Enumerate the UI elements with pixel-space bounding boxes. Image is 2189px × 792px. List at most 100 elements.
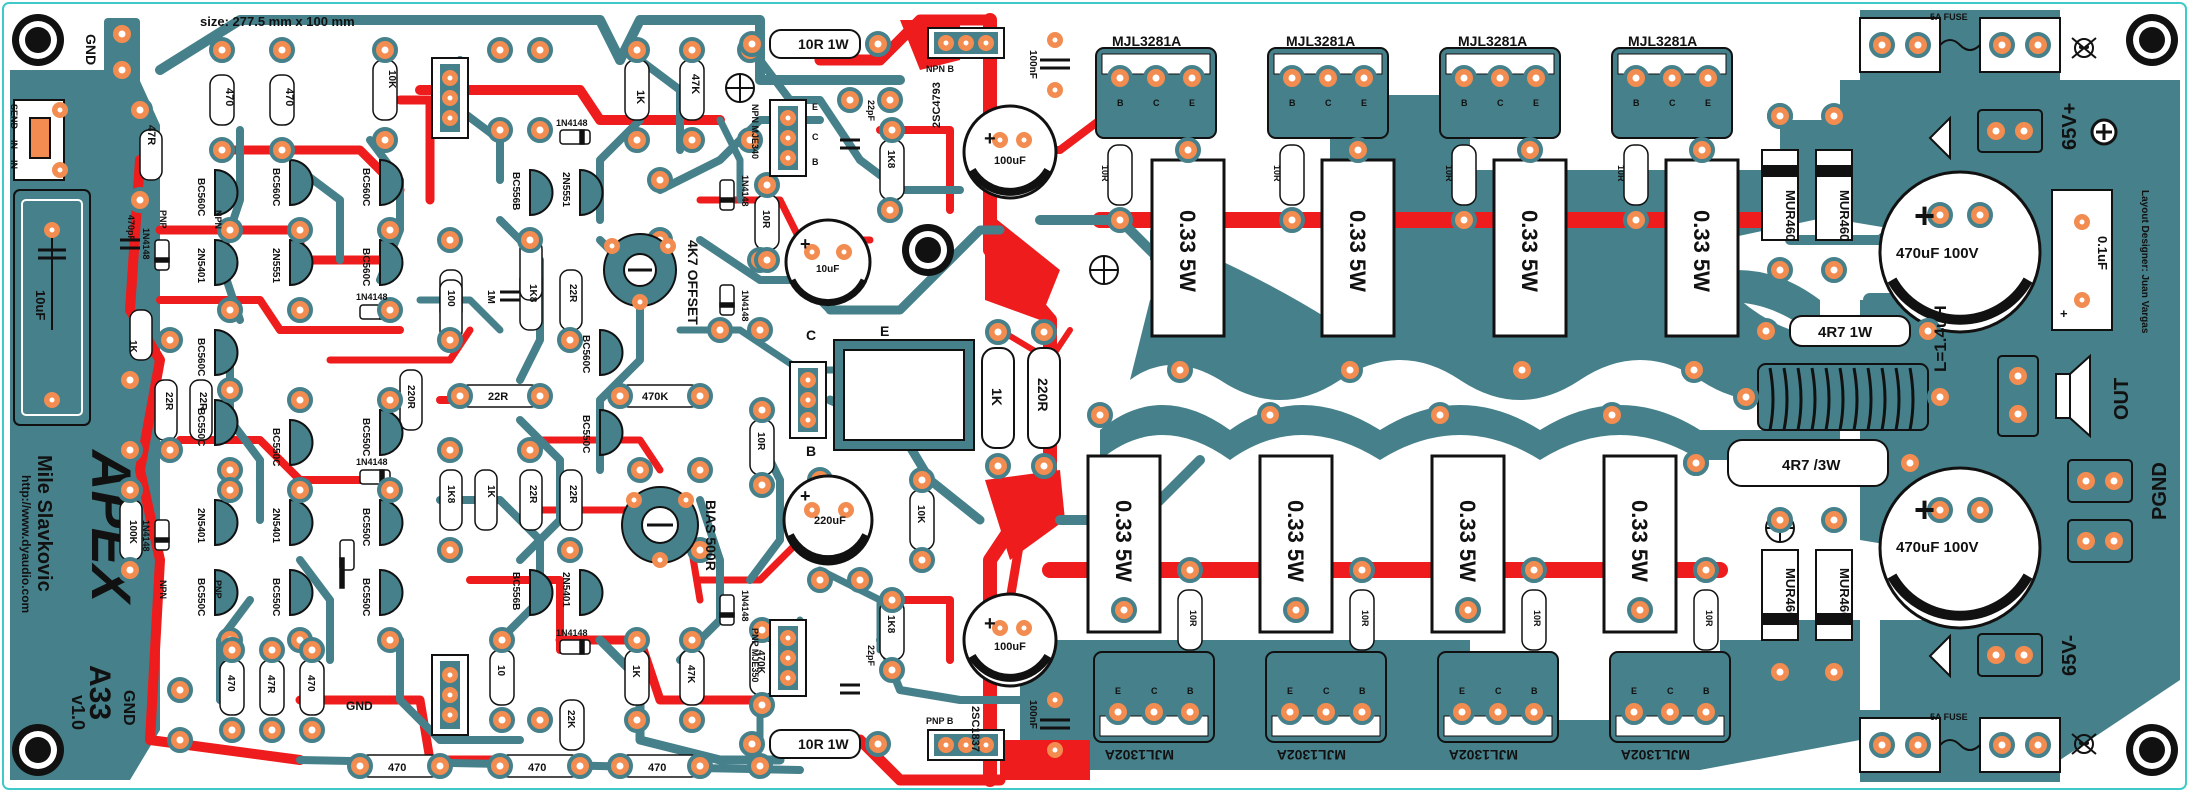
emitter-resistor-top-4-label: 0.33 5W [1689, 210, 1714, 292]
driver-transistor-bottom [927, 729, 1005, 761]
pin-label: C [1153, 98, 1160, 108]
driver-top-label: 2SC4793 [931, 82, 943, 128]
bias-trimmer[interactable] [621, 486, 699, 568]
small-signal-section [117, 37, 935, 779]
rail-cap-bottom-label: 470uF 100V [1896, 539, 1979, 556]
neg-rail-label: 65V- [2059, 635, 2081, 676]
emitter-resistor-bottom-2 [1258, 454, 1334, 634]
bc-label-9: BC550C [195, 578, 206, 616]
offset-trimmer[interactable] [603, 233, 677, 310]
r22r-label-6: 22R [488, 391, 508, 403]
input-connector[interactable] [13, 99, 68, 181]
r1k-label-2: 1K [127, 340, 138, 354]
svg-text:+: + [984, 613, 996, 635]
cap-100nf-bottom-label: 100nF [1027, 700, 1038, 729]
bc-label-3: BC560C [360, 168, 371, 206]
base-resistor-top-3-label: 10R [1444, 165, 1454, 182]
base-resistor-top-2 [1279, 144, 1305, 233]
out-connector[interactable] [1997, 355, 2039, 437]
pgnd-connector[interactable] [2067, 459, 2133, 563]
output-transistor-bottom-2-label: MJL1302A [1277, 747, 1346, 763]
r470-label-2: 470 [283, 88, 295, 106]
size-label: size: 277.5 mm x 100 mm [200, 14, 355, 29]
cap-10uf-label: 10uF [816, 264, 839, 275]
emitter-resistor-bottom-1-label: 0.33 5W [1111, 500, 1136, 582]
r22r-label-2: 22R [197, 392, 208, 411]
n5401-label-2: 2N5401 [195, 508, 206, 543]
mounting-hole-tr [2126, 14, 2178, 66]
top-layer-node-lower [985, 470, 1065, 560]
warning-icons [1928, 115, 1951, 679]
n5401-label-1: 2N5401 [195, 248, 206, 283]
neg-rail-connector[interactable] [1977, 633, 2043, 677]
emitter-resistor-bottom-4-label: 0.33 5W [1627, 500, 1652, 582]
vas-transistor-bottom [431, 654, 469, 736]
base-resistor-top-1 [1107, 144, 1133, 233]
diode-label-8: 1N4148 [740, 290, 750, 322]
r10r1w-label-top: 10R 1W [798, 36, 849, 52]
pin-label: E [1631, 686, 1637, 696]
r1k-label-1: 1K [634, 90, 646, 104]
vbe-pin-c-label: C [806, 327, 816, 343]
output-bus-lower [1100, 405, 1840, 460]
website-url: http://www.dyaudio.com [19, 475, 33, 613]
pin-label: B [1461, 98, 1468, 108]
bc-label-12: BC550C [360, 578, 371, 616]
pin-label: B [1117, 98, 1124, 108]
pin-label: C [1497, 98, 1504, 108]
layout-designer-label: Layout Designer: Juan Vargas [2139, 190, 2150, 334]
r47k-label-1: 47K [689, 74, 701, 94]
fuse-holder-bottom[interactable] [1859, 717, 2061, 773]
vbe-heatsink-pad [833, 339, 975, 451]
diode-label-4: 1N4148 [556, 628, 588, 638]
r100k-label-1: 100K [127, 520, 138, 545]
r10r-label-small-2: 10R [755, 432, 766, 451]
output-transistor-bottom-1-label: MJL1302A [1105, 747, 1174, 763]
diode-bottom-2-label: MUR460 [1837, 568, 1852, 619]
diode-bottom-1-label: MUR460 [1783, 568, 1798, 619]
cap-100nf-top [1040, 32, 1070, 98]
n5401-label-4: 2N5401 [560, 572, 571, 607]
input-cap-label: 10uF [33, 290, 48, 320]
diode-label-1: 1N4148 [556, 118, 588, 128]
pin-label: E [1115, 686, 1121, 696]
r10k-label-1: 10K [386, 70, 397, 89]
r470-label-6: 470 [528, 762, 546, 774]
gnd-header-top[interactable] [104, 18, 140, 90]
base-resistor-bottom-4-label: 10R [1704, 610, 1714, 627]
cap-100nf-top-label: 100nF [1027, 50, 1038, 79]
bc-label-14: BC560C [580, 335, 591, 373]
r220r-label-small: 220R [405, 385, 416, 410]
output-transistor-top-2-label: MJL3281A [1286, 33, 1355, 49]
fuse-holder-top[interactable] [1859, 17, 2061, 73]
vbe-pin-e-label: E [880, 323, 889, 339]
pos-rail-connector[interactable] [1977, 109, 2043, 153]
emitter-resistor-bottom-2-label: 0.33 5W [1283, 500, 1308, 582]
diode-top-2-label: MUR460 [1837, 190, 1852, 241]
resistor-4r7-3w [1683, 439, 1923, 487]
pin-label: C [1323, 686, 1330, 696]
diodes-mur460-bottom [1761, 549, 1853, 641]
emitter-resistors-bottom [1086, 454, 1678, 634]
vas-transistor-top [431, 57, 469, 139]
vbe-transistor-top [769, 99, 807, 177]
resistor-4r7-1w-label: 4R7 1W [1818, 324, 1873, 341]
r1m-label: 1M [485, 290, 496, 304]
r470-label-1: 470 [223, 88, 235, 106]
gnd-label-bottom: GND [120, 690, 137, 726]
r470k-label: 470K [642, 391, 668, 403]
mounting-hole-bl [12, 724, 64, 776]
cap-100uf-top-label: 100uF [994, 155, 1026, 167]
pin-label: C [1325, 98, 1332, 108]
pin-label: C [1151, 686, 1158, 696]
emitter-resistor-top-3 [1492, 137, 1568, 338]
npn-label-2: NPN [158, 580, 168, 599]
resistor-220r-label: 220R [1035, 378, 1051, 411]
emitter-resistors-top [1150, 137, 1740, 338]
base-resistor-bottom-4 [1693, 557, 1719, 651]
emitter-resistor-top-4 [1664, 137, 1740, 338]
pin-label: C [1495, 686, 1502, 696]
pin-label: B [1187, 686, 1194, 696]
